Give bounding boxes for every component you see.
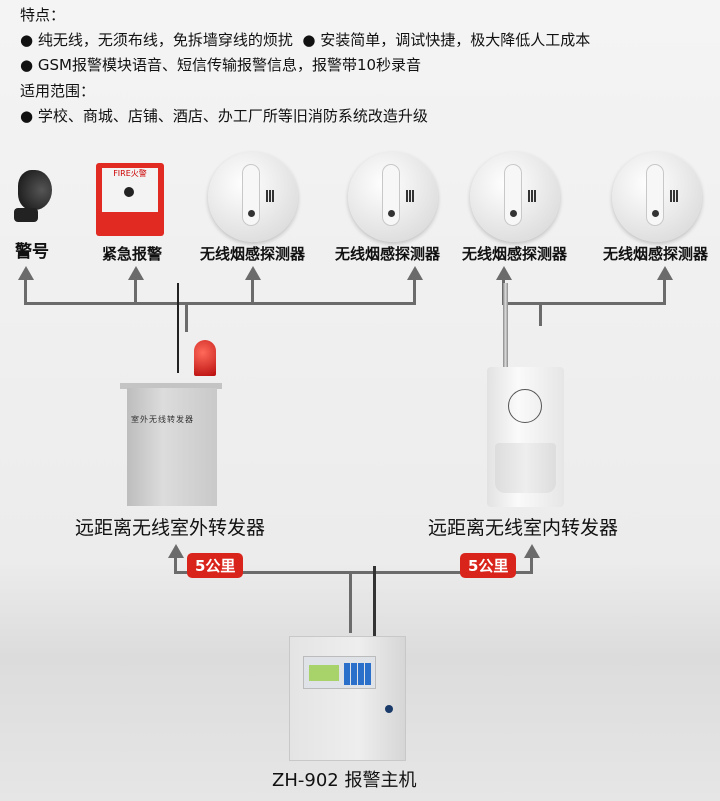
connector-line bbox=[539, 302, 542, 326]
antenna-icon bbox=[373, 566, 376, 636]
scope-line: ● 学校、商城、店铺、酒店、办工厂所等旧消防系统改造升级 bbox=[20, 107, 428, 125]
features-title: 特点： bbox=[20, 6, 66, 24]
horn-label: 警号 bbox=[15, 242, 49, 262]
arrow-up-icon bbox=[657, 266, 673, 280]
smoke-label-1: 无线烟感探测器 bbox=[200, 245, 306, 263]
arrow-up-icon bbox=[245, 266, 261, 280]
outdoor-repeater-icon: 室外无线转发器 bbox=[127, 388, 217, 506]
connector-line bbox=[530, 556, 533, 573]
outdoor-repeater-label: 远距离无线室外转发器 bbox=[75, 517, 266, 539]
connector-line bbox=[174, 556, 177, 573]
connector-line bbox=[251, 278, 254, 304]
scope-title: 适用范围： bbox=[20, 82, 96, 100]
smoke-detector-icon bbox=[348, 152, 438, 242]
manual-call-point-icon: FIRE火警 bbox=[96, 163, 164, 236]
antenna-icon bbox=[503, 283, 508, 369]
box-lid bbox=[120, 383, 222, 389]
button-device-label: 紧急报警 bbox=[102, 245, 163, 263]
connector-line bbox=[24, 302, 416, 305]
host-label: ZH-902 报警主机 bbox=[272, 770, 417, 791]
arrow-up-icon bbox=[128, 266, 144, 280]
smoke-label-4: 无线烟感探测器 bbox=[603, 245, 709, 263]
horn-icon bbox=[10, 168, 52, 224]
feature-line-2: ● GSM报警模块语音、短信传输报警信息，报警带10秒录音 bbox=[20, 56, 422, 74]
connector-line bbox=[663, 278, 666, 304]
scope-1: 学校、商城、店铺、酒店、办工厂所等旧消防系统改造升级 bbox=[37, 107, 428, 125]
smoke-label-3: 无线烟感探测器 bbox=[462, 245, 568, 263]
arrow-up-icon bbox=[168, 544, 184, 558]
smoke-detector-icon bbox=[612, 152, 702, 242]
indoor-repeater-icon bbox=[487, 367, 564, 507]
feature-3: GSM报警模块语音、短信传输报警信息，报警带10秒录音 bbox=[37, 56, 422, 74]
repeater-plate: 室外无线转发器 bbox=[131, 415, 194, 424]
distance-badge-left: 5公里 bbox=[187, 553, 244, 578]
arrow-up-icon bbox=[496, 266, 512, 280]
beacon-icon bbox=[194, 340, 216, 376]
connector-line bbox=[24, 278, 27, 304]
smoke-label-2: 无线烟感探测器 bbox=[335, 245, 441, 263]
feature-line-1: ● 纯无线，无须布线，免拆墙穿线的烦扰 ● 安装简单，调试快捷，极大降低人工成本 bbox=[20, 31, 591, 49]
feature-1: 纯无线，无须布线，免拆墙穿线的烦扰 bbox=[37, 31, 293, 49]
connector-line bbox=[413, 278, 416, 304]
alarm-host-icon bbox=[289, 636, 406, 761]
antenna-icon bbox=[177, 283, 179, 373]
arrow-up-icon bbox=[524, 544, 540, 558]
smoke-detector-icon bbox=[470, 152, 560, 242]
arrow-up-icon bbox=[18, 266, 34, 280]
connector-line bbox=[174, 571, 533, 574]
connector-line bbox=[349, 571, 352, 633]
distance-badge-right: 5公里 bbox=[460, 553, 517, 578]
smoke-detector-icon bbox=[208, 152, 298, 242]
connector-line bbox=[502, 302, 666, 305]
arrow-up-icon bbox=[407, 266, 423, 280]
connector-line bbox=[185, 302, 188, 332]
feature-2: 安装简单，调试快捷，极大降低人工成本 bbox=[320, 31, 591, 49]
indoor-repeater-label: 远距离无线室内转发器 bbox=[428, 517, 619, 539]
connector-line bbox=[134, 278, 137, 304]
